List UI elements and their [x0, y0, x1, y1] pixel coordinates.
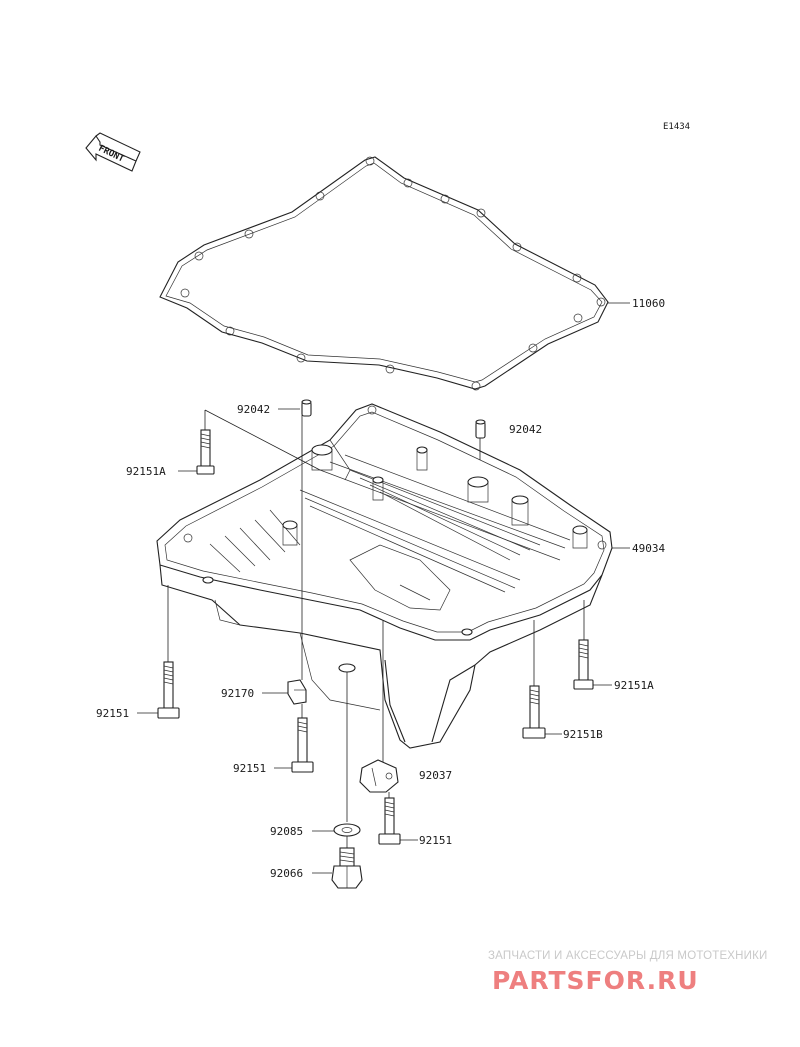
gasket-bolt-holes [180, 156, 606, 391]
part-label-bolt-right-a: 92151A [614, 679, 654, 692]
part-label-washer: 92085 [270, 825, 303, 838]
part-label-clamp-small: 92170 [221, 687, 254, 700]
part-label-drain-plug: 92066 [270, 867, 303, 880]
washer-92085 [333, 672, 361, 837]
oil-pan-bosses [183, 405, 607, 673]
part-label-bolt-right-b: 92151B [563, 728, 603, 741]
bolt-92151-left [157, 585, 180, 719]
part-label-bolt-lower: 92151 [419, 834, 452, 847]
gasket-11060 [159, 156, 609, 391]
watermark-tagline: ЗАПЧАСТИ И АКСЕССУАРЫ ДЛЯ МОТОТЕХНИКИ [488, 950, 768, 962]
watermark-logo: PARTSFOR.RU [492, 966, 699, 995]
bolt-92151a-right [573, 600, 594, 690]
bolt-92151-lower [378, 792, 401, 845]
part-label-clamp-large: 92037 [419, 769, 452, 782]
part-label-bolt-left: 92151 [96, 707, 129, 720]
clamp-92037 [359, 620, 399, 793]
diagram-code: E1434 [663, 122, 690, 132]
part-label-pin-right: 92042 [509, 423, 542, 436]
part-label-gasket: 11060 [632, 297, 665, 310]
oil-pan-baffles [209, 439, 571, 611]
drain-plug-92066 [331, 836, 363, 889]
dowel-pin-left [301, 399, 312, 605]
part-label-pin-left: 92042 [237, 403, 270, 416]
dowel-pin-right [475, 419, 486, 460]
part-label-bolt-upper-left: 92151A [126, 465, 166, 478]
part-label-bolt-mid: 92151 [233, 762, 266, 775]
bolt-92151-mid [291, 704, 314, 773]
bolt-92151b [522, 620, 546, 739]
front-arrow-icon: FRONT [85, 132, 141, 172]
part-label-oil-pan: 49034 [632, 542, 665, 555]
bolt-92151a-upper [196, 409, 321, 475]
clamp-92170 [287, 605, 307, 705]
